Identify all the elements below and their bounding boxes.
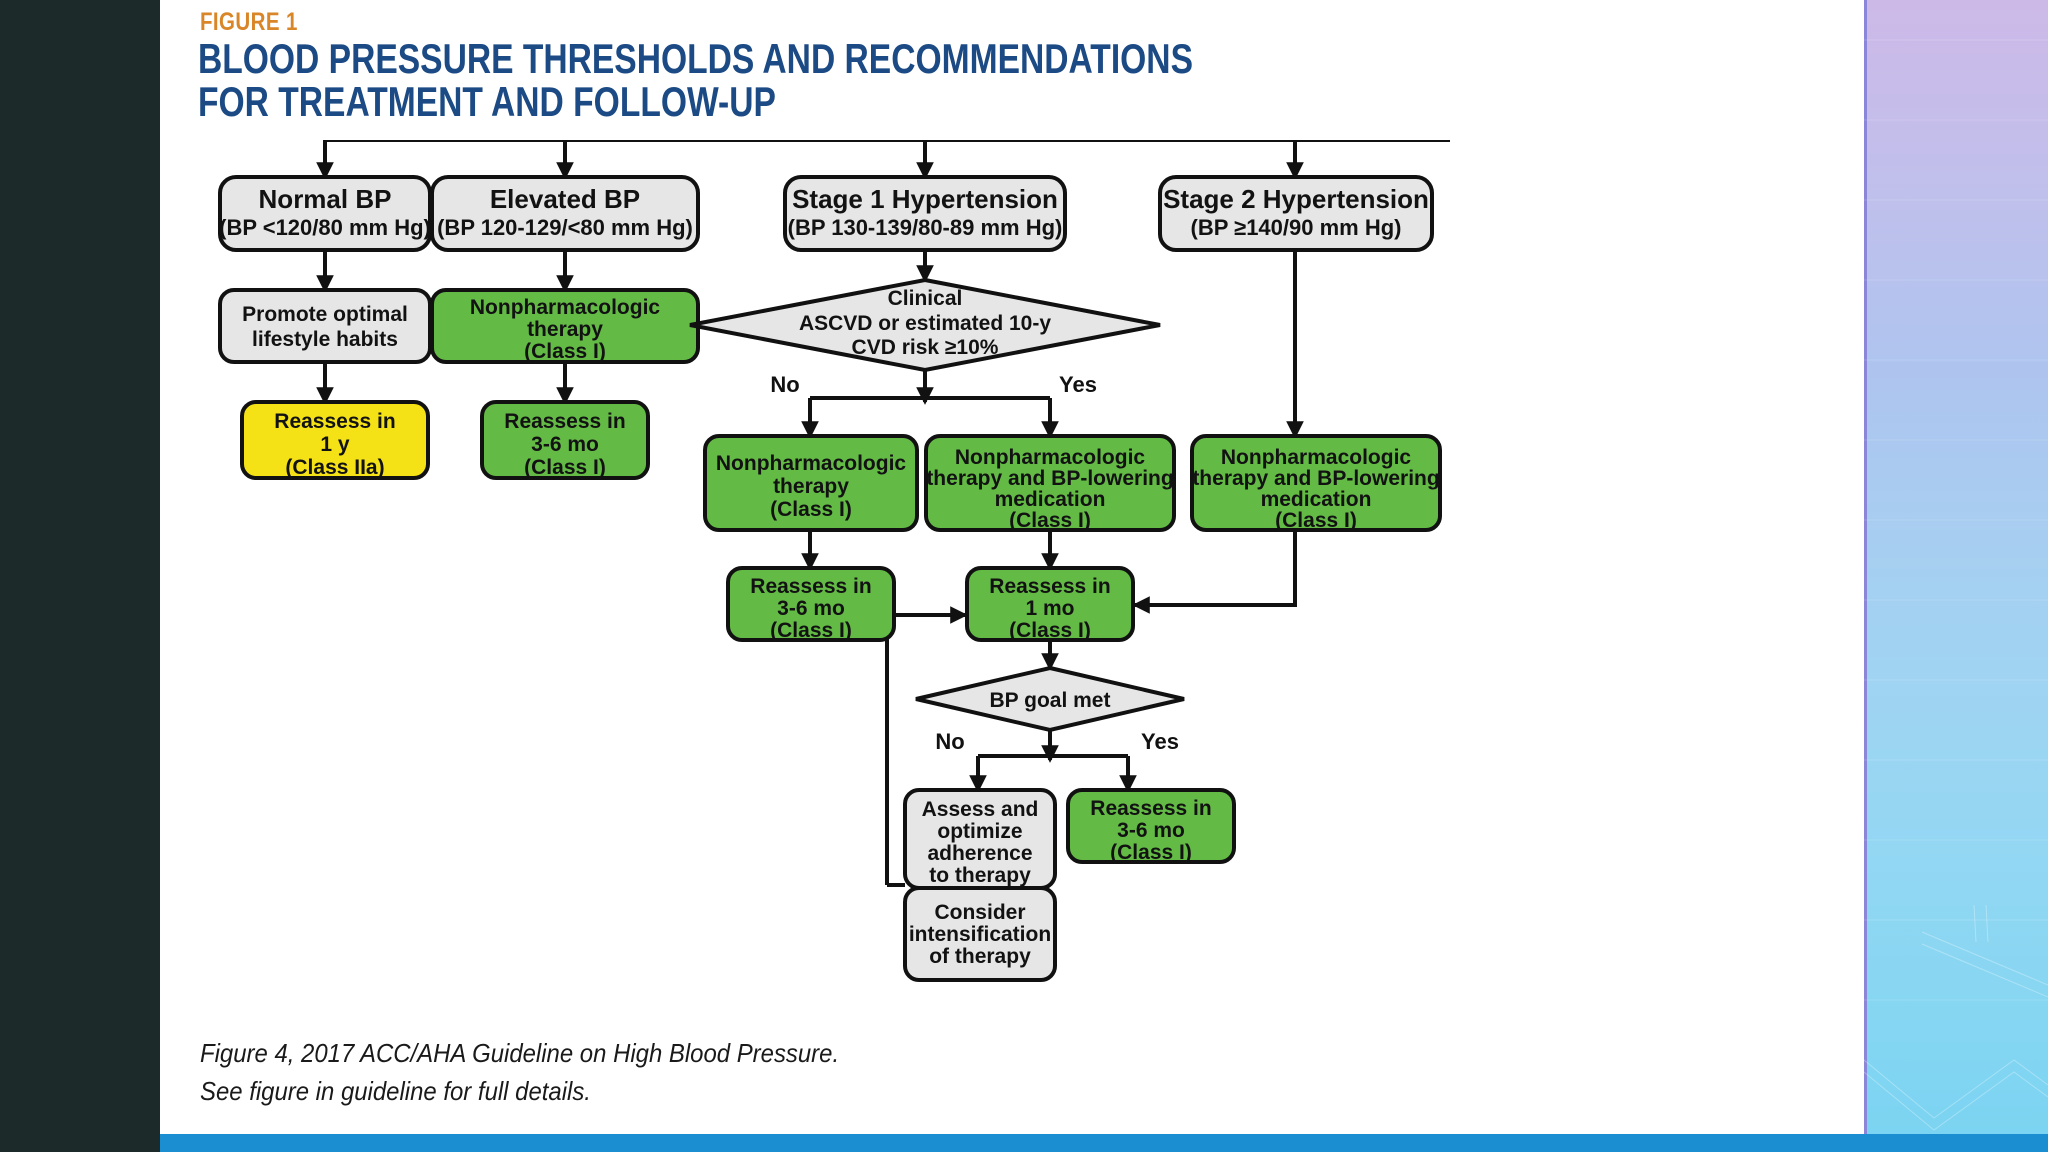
nonpharm-no-line1: Nonpharmacologic: [716, 452, 907, 475]
elevated-bp-title: Elevated BP: [490, 184, 640, 214]
assess-line3: adherence: [927, 842, 1032, 865]
node-consider-intensification[interactable]: Consider intensification of therapy: [903, 886, 1057, 982]
node-stage1-hypertension[interactable]: Stage 1 Hypertension (BP 130-139/80-89 m…: [783, 175, 1067, 252]
reassess-1mo-line1: Reassess in: [989, 575, 1110, 598]
node-reassess-1mo[interactable]: Reassess in 1 mo (Class I): [965, 566, 1135, 642]
nonpharm-no-line2: therapy: [773, 475, 849, 498]
node-bp-goal-met-decision[interactable]: BP goal met: [915, 665, 1185, 733]
nonpharm-med-s2-line4: (Class I): [1275, 509, 1357, 532]
reassess-36mo-yes-line1: Reassess in: [1090, 797, 1211, 820]
node-nonpharm-no-branch[interactable]: Nonpharmacologic therapy (Class I): [703, 434, 919, 532]
reassess-36mo-no-line2: 3-6 mo: [777, 597, 845, 620]
nonpharm-no-line3: (Class I): [770, 498, 852, 521]
caption-line1: Figure 4, 2017 ACC/AHA Guideline on High…: [200, 1038, 840, 1068]
right-decorative-panel: [1864, 0, 2048, 1152]
node-nonpharm-elevated[interactable]: Nonpharmacologic therapy (Class I): [430, 288, 700, 364]
node-ascvd-risk-decision[interactable]: Clinical ASCVD or estimated 10-y CVD ris…: [689, 277, 1161, 373]
ascvd-line3: CVD risk ≥10%: [852, 336, 999, 359]
ascvd-label-yes: Yes: [1059, 372, 1097, 397]
goal-label-yes: Yes: [1141, 729, 1179, 754]
node-reassess-36mo-no-branch[interactable]: Reassess in 3-6 mo (Class I): [726, 566, 896, 642]
figure-label: FIGURE 1: [200, 8, 298, 36]
page-title: BLOOD PRESSURE THRESHOLDS AND RECOMMENDA…: [198, 35, 1318, 125]
left-rail: [0, 0, 160, 1152]
page-title-line2: FOR TREATMENT AND FOLLOW-UP: [198, 77, 776, 125]
ascvd-line1: Clinical: [888, 287, 963, 310]
conn-s2med-to-reassess1mo: [1132, 530, 1297, 614]
nonpharm-elev-line3: (Class I): [524, 340, 606, 363]
elevated-bp-sub: (BP 120-129/<80 mm Hg): [437, 215, 693, 240]
goal-label-no: No: [935, 729, 964, 754]
nonpharm-med-yes-line3: medication: [995, 488, 1106, 511]
content-card: FIGURE 1 BLOOD PRESSURE THRESHOLDS AND R…: [160, 0, 1864, 1134]
node-nonpharm-med-yes-branch[interactable]: Nonpharmacologic therapy and BP-lowering…: [924, 434, 1176, 532]
caption-line2: See figure in guideline for full details…: [200, 1075, 591, 1106]
consider-line2: intensification: [909, 923, 1051, 946]
reassess-36mo-elev-line1: Reassess in: [504, 410, 625, 433]
node-reassess-1y[interactable]: Reassess in 1 y (Class IIa): [240, 400, 430, 480]
page-title-line1: BLOOD PRESSURE THRESHOLDS AND RECOMMENDA…: [198, 35, 1193, 82]
normal-bp-sub: (BP <120/80 mm Hg): [219, 215, 431, 240]
node-reassess-36mo-elevated[interactable]: Reassess in 3-6 mo (Class I): [480, 400, 650, 480]
nonpharm-med-s2-line1: Nonpharmacologic: [1221, 446, 1412, 469]
reassess-1y-line1: Reassess in: [274, 410, 395, 433]
nonpharm-med-s2-line2: therapy and BP-lowering: [1192, 467, 1439, 490]
ascvd-line2: ASCVD or estimated 10-y: [799, 312, 1051, 335]
promote-line1: Promote optimal: [242, 303, 408, 326]
node-assess-adherence[interactable]: Assess and optimize adherence to therapy: [903, 788, 1057, 890]
nonpharm-med-yes-line2: therapy and BP-lowering: [926, 467, 1173, 490]
reassess-36mo-yes-line3: (Class I): [1110, 841, 1192, 864]
nonpharm-med-yes-line4: (Class I): [1009, 509, 1091, 532]
reassess-1y-line2: 1 y: [320, 433, 350, 456]
normal-bp-title: Normal BP: [259, 184, 392, 214]
reassess-1mo-line2: 1 mo: [1025, 597, 1074, 620]
consider-line1: Consider: [934, 901, 1025, 924]
ascvd-label-no: No: [770, 372, 799, 397]
figure-caption: Figure 4, 2017 ACC/AHA Guideline on High…: [200, 1035, 1028, 1110]
stage2-sub: (BP ≥140/90 mm Hg): [1191, 215, 1402, 240]
stage1-sub: (BP 130-139/80-89 mm Hg): [788, 215, 1063, 240]
bottom-accent-bar: [160, 1134, 2048, 1152]
assess-line2: optimize: [937, 820, 1022, 843]
node-normal-bp[interactable]: Normal BP (BP <120/80 mm Hg): [218, 175, 432, 252]
flowchart: Normal BP (BP <120/80 mm Hg) Elevated BP…: [218, 140, 1450, 982]
node-promote-lifestyle[interactable]: Promote optimal lifestyle habits: [218, 288, 432, 364]
nonpharm-elev-line1: Nonpharmacologic: [470, 296, 661, 319]
reassess-36mo-elev-line3: (Class I): [524, 456, 606, 479]
nonpharm-med-s2-line3: medication: [1261, 488, 1372, 511]
assess-line1: Assess and: [922, 798, 1039, 821]
promote-line2: lifestyle habits: [252, 328, 398, 351]
nonpharm-elev-line2: therapy: [527, 318, 603, 341]
reassess-36mo-no-line1: Reassess in: [750, 575, 871, 598]
bp-goal-met-label: BP goal met: [990, 689, 1111, 712]
panel-left-edge: [1864, 0, 1867, 1152]
reassess-36mo-yes-line2: 3-6 mo: [1117, 819, 1185, 842]
panel-line-art: [1864, 39, 2048, 1131]
nonpharm-med-yes-line1: Nonpharmacologic: [955, 446, 1146, 469]
reassess-36mo-elev-line2: 3-6 mo: [531, 433, 599, 456]
connector-layer: [316, 140, 1450, 887]
node-nonpharm-med-stage2[interactable]: Nonpharmacologic therapy and BP-lowering…: [1190, 434, 1442, 532]
assess-line4: to therapy: [929, 864, 1031, 887]
node-reassess-36mo-yes-branch[interactable]: Reassess in 3-6 mo (Class I): [1066, 788, 1236, 864]
reassess-1mo-line3: (Class I): [1009, 619, 1091, 642]
reassess-1y-line3: (Class IIa): [285, 456, 384, 479]
stage2-title: Stage 2 Hypertension: [1163, 184, 1429, 214]
node-stage2-hypertension[interactable]: Stage 2 Hypertension (BP ≥140/90 mm Hg): [1158, 175, 1434, 252]
stage1-title: Stage 1 Hypertension: [792, 184, 1058, 214]
node-elevated-bp[interactable]: Elevated BP (BP 120-129/<80 mm Hg): [430, 175, 700, 252]
consider-line3: of therapy: [929, 945, 1031, 968]
reassess-36mo-no-line3: (Class I): [770, 619, 852, 642]
